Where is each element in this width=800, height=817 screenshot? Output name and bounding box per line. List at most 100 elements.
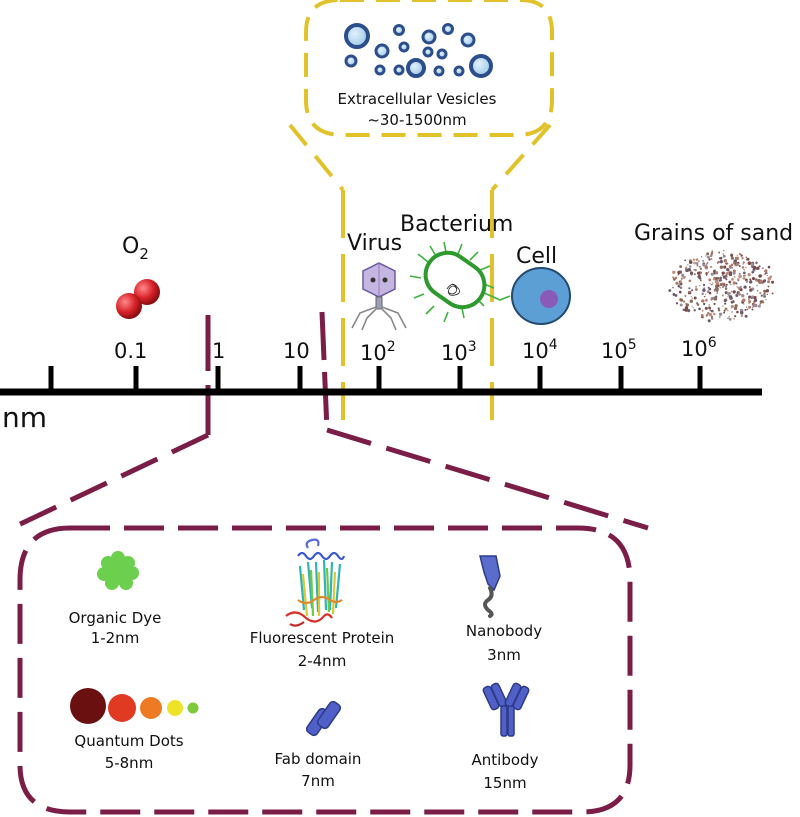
vesicle-cluster: [344, 23, 493, 78]
sand-grain: [728, 294, 730, 297]
qdot: [187, 702, 199, 714]
sand-grain: [732, 306, 734, 308]
sand-grain: [728, 291, 731, 295]
sand-grain: [738, 272, 741, 275]
bacterium-body: [423, 250, 487, 310]
sand-grain: [705, 314, 708, 317]
sand-grain: [721, 285, 725, 289]
sand-grain: [717, 309, 721, 312]
fp-name: Fluorescent Protein: [250, 629, 395, 647]
sand-label: Grains of sand: [634, 221, 793, 246]
sand-grain: [725, 285, 728, 288]
sand-grain: [678, 280, 681, 283]
vesicle: [398, 41, 410, 53]
sand-grain: [758, 304, 761, 308]
tick-marks: [48, 366, 703, 392]
dye-name: Organic Dye: [69, 609, 162, 627]
sand-grain: [717, 260, 720, 264]
sand-grain: [705, 274, 708, 277]
vesicle: [344, 54, 358, 68]
sand-grain: [708, 287, 712, 291]
fp-size: 2-4nm: [298, 652, 347, 670]
sand-grain: [688, 265, 692, 268]
sand-grain: [707, 319, 711, 323]
sand-grain: [715, 282, 718, 286]
sand-grain: [765, 289, 769, 293]
sand-grain: [747, 298, 750, 300]
sand-grain: [735, 282, 738, 285]
sand-grain: [744, 274, 747, 277]
sand-grain: [713, 269, 716, 272]
sand-grain: [710, 296, 714, 301]
sand-grain: [703, 302, 706, 306]
nanobody-tail: [483, 586, 494, 618]
sand-grain: [691, 289, 694, 292]
sand-grain: [718, 257, 721, 260]
sand-grain: [706, 290, 710, 293]
sand-grain: [723, 283, 726, 287]
tick-label: 104: [522, 337, 558, 363]
grains-of-sand: Grains of sand: [634, 221, 793, 323]
sand-grain: [751, 289, 754, 292]
sand-grain: [699, 265, 701, 268]
number-line: nm 0.1 1 10 102 103 104 105 106: [0, 335, 762, 434]
sand-grain: [719, 287, 721, 289]
sand-grain: [693, 268, 695, 271]
probe-box: [17, 525, 633, 815]
sand-grain: [745, 256, 748, 259]
sand-grain: [708, 306, 711, 310]
sand-grain: [718, 316, 721, 318]
sand-grain: [727, 310, 729, 312]
sand-grain: [668, 289, 672, 292]
sand-grain: [748, 305, 752, 309]
sand-grain: [724, 302, 727, 305]
nanobody-name: Nanobody: [466, 622, 542, 640]
vesicle: [433, 65, 445, 77]
sand-grain: [709, 309, 712, 312]
vesicle: [406, 58, 426, 78]
sand-grain: [674, 276, 678, 280]
sand-grain: [739, 287, 743, 292]
fab-icon: [305, 700, 342, 737]
sand-grain: [687, 264, 689, 266]
sand-grain: [728, 317, 732, 321]
oxygen-label: O2: [122, 234, 149, 263]
oxygen-molecule: O2: [116, 234, 160, 319]
sand-grain: [731, 277, 734, 281]
sand-grain: [714, 276, 719, 281]
sand-grain: [759, 279, 763, 284]
sand-grain: [697, 260, 700, 263]
bacterium-dna: [446, 283, 460, 296]
vesicle: [422, 46, 434, 58]
sand-grain: [751, 308, 754, 311]
nanobody: Nanobody 3nm: [466, 555, 542, 664]
sand-grain: [734, 304, 738, 308]
sand-grain: [702, 259, 705, 262]
sand-grain: [710, 272, 714, 276]
sand-grain: [706, 272, 709, 274]
sand-grain: [733, 261, 736, 264]
sand-grain: [716, 292, 719, 295]
sand-grain: [706, 252, 710, 256]
sand-grain: [725, 278, 728, 281]
sand-grain: [718, 251, 721, 254]
qdot-name: Quantum Dots: [74, 732, 183, 750]
sand-grain: [700, 316, 703, 318]
sand-grain: [693, 309, 696, 312]
organic-dye: Organic Dye 1-2nm: [69, 551, 162, 647]
sand-grain: [730, 256, 734, 260]
sand-grain: [691, 297, 693, 299]
sand-grain: [732, 271, 736, 275]
vesicle: [393, 64, 405, 76]
sand-grain: [767, 265, 771, 269]
vesicle: [460, 32, 476, 48]
sand-grain: [751, 265, 754, 268]
vesicle: [374, 64, 386, 76]
sand-grain: [688, 291, 691, 293]
sand-grain: [739, 286, 742, 289]
antibody-name: Antibody: [472, 751, 539, 769]
sand-grain: [697, 275, 701, 279]
sand-grain: [755, 261, 758, 265]
sand-grain: [741, 298, 746, 303]
